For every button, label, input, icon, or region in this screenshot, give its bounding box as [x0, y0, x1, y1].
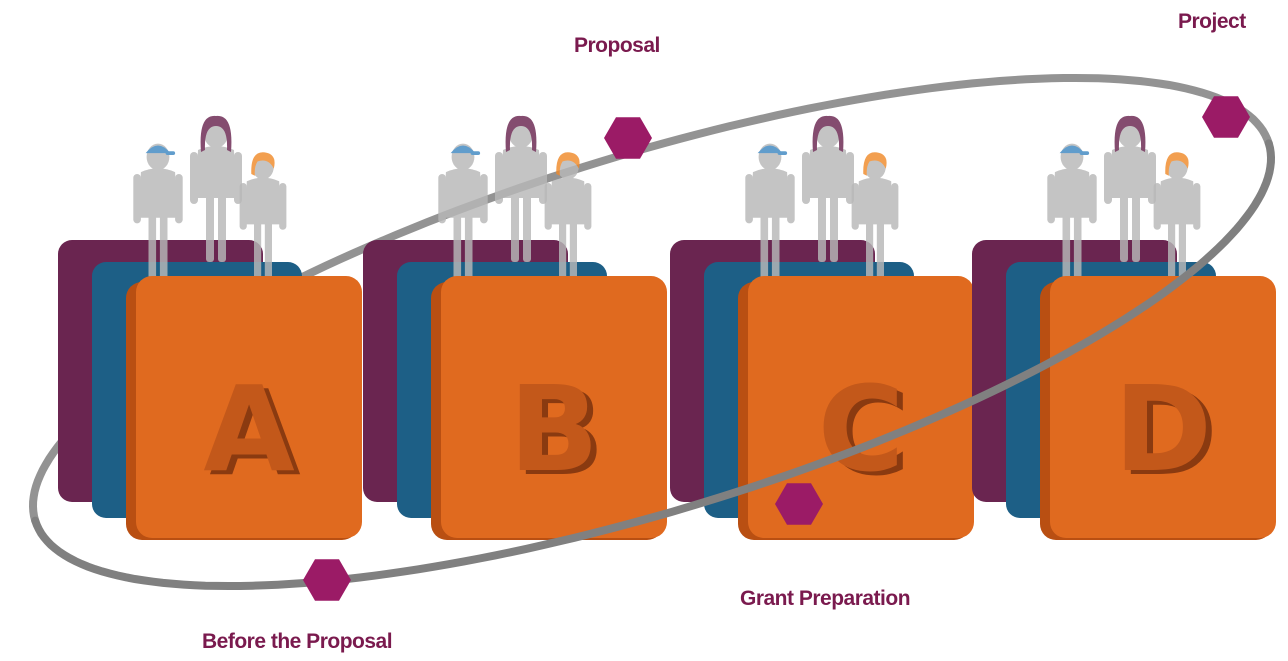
- block-d: DD: [972, 115, 1276, 540]
- person-icon: [133, 143, 183, 279]
- block-a: AA: [58, 115, 362, 540]
- person-icon: [190, 115, 242, 262]
- markers-layer: [303, 96, 1250, 601]
- hexagon-marker-icon: [775, 483, 823, 525]
- block-letter: A: [203, 360, 294, 498]
- hexagon-marker-icon: [604, 117, 652, 159]
- person-icon: [802, 115, 854, 262]
- front-card: [1050, 276, 1276, 538]
- person-icon: [438, 143, 488, 279]
- person-icon: [1104, 115, 1156, 262]
- front-card: [441, 276, 667, 538]
- block-letter: C: [818, 360, 905, 498]
- person-icon: [745, 143, 795, 279]
- label-before-the-proposal: Before the Proposal: [202, 630, 393, 653]
- block-letter: B: [509, 360, 599, 498]
- person-icon: [544, 152, 592, 282]
- hexagon-marker-icon: [1202, 96, 1250, 138]
- person-icon: [239, 152, 287, 282]
- orbit-front: [31, 139, 1276, 590]
- person-icon: [851, 152, 899, 282]
- person-icon: [1153, 152, 1201, 282]
- orbit-lower-arc: [31, 139, 1276, 590]
- front-card: [136, 276, 362, 538]
- block-letter-shadow: A: [209, 364, 300, 502]
- block-c: CC: [670, 115, 974, 540]
- label-grant-preparation: Grant Preparation: [740, 587, 911, 610]
- person-icon: [1047, 143, 1097, 279]
- hexagon-marker-icon: [303, 559, 351, 601]
- block-b: BB: [363, 115, 667, 540]
- label-project: Project: [1178, 10, 1246, 33]
- block-letter-shadow: D: [1120, 364, 1218, 502]
- block-letter-shadow: B: [515, 364, 605, 502]
- block-letter: D: [1114, 360, 1212, 498]
- label-proposal: Proposal: [574, 34, 660, 57]
